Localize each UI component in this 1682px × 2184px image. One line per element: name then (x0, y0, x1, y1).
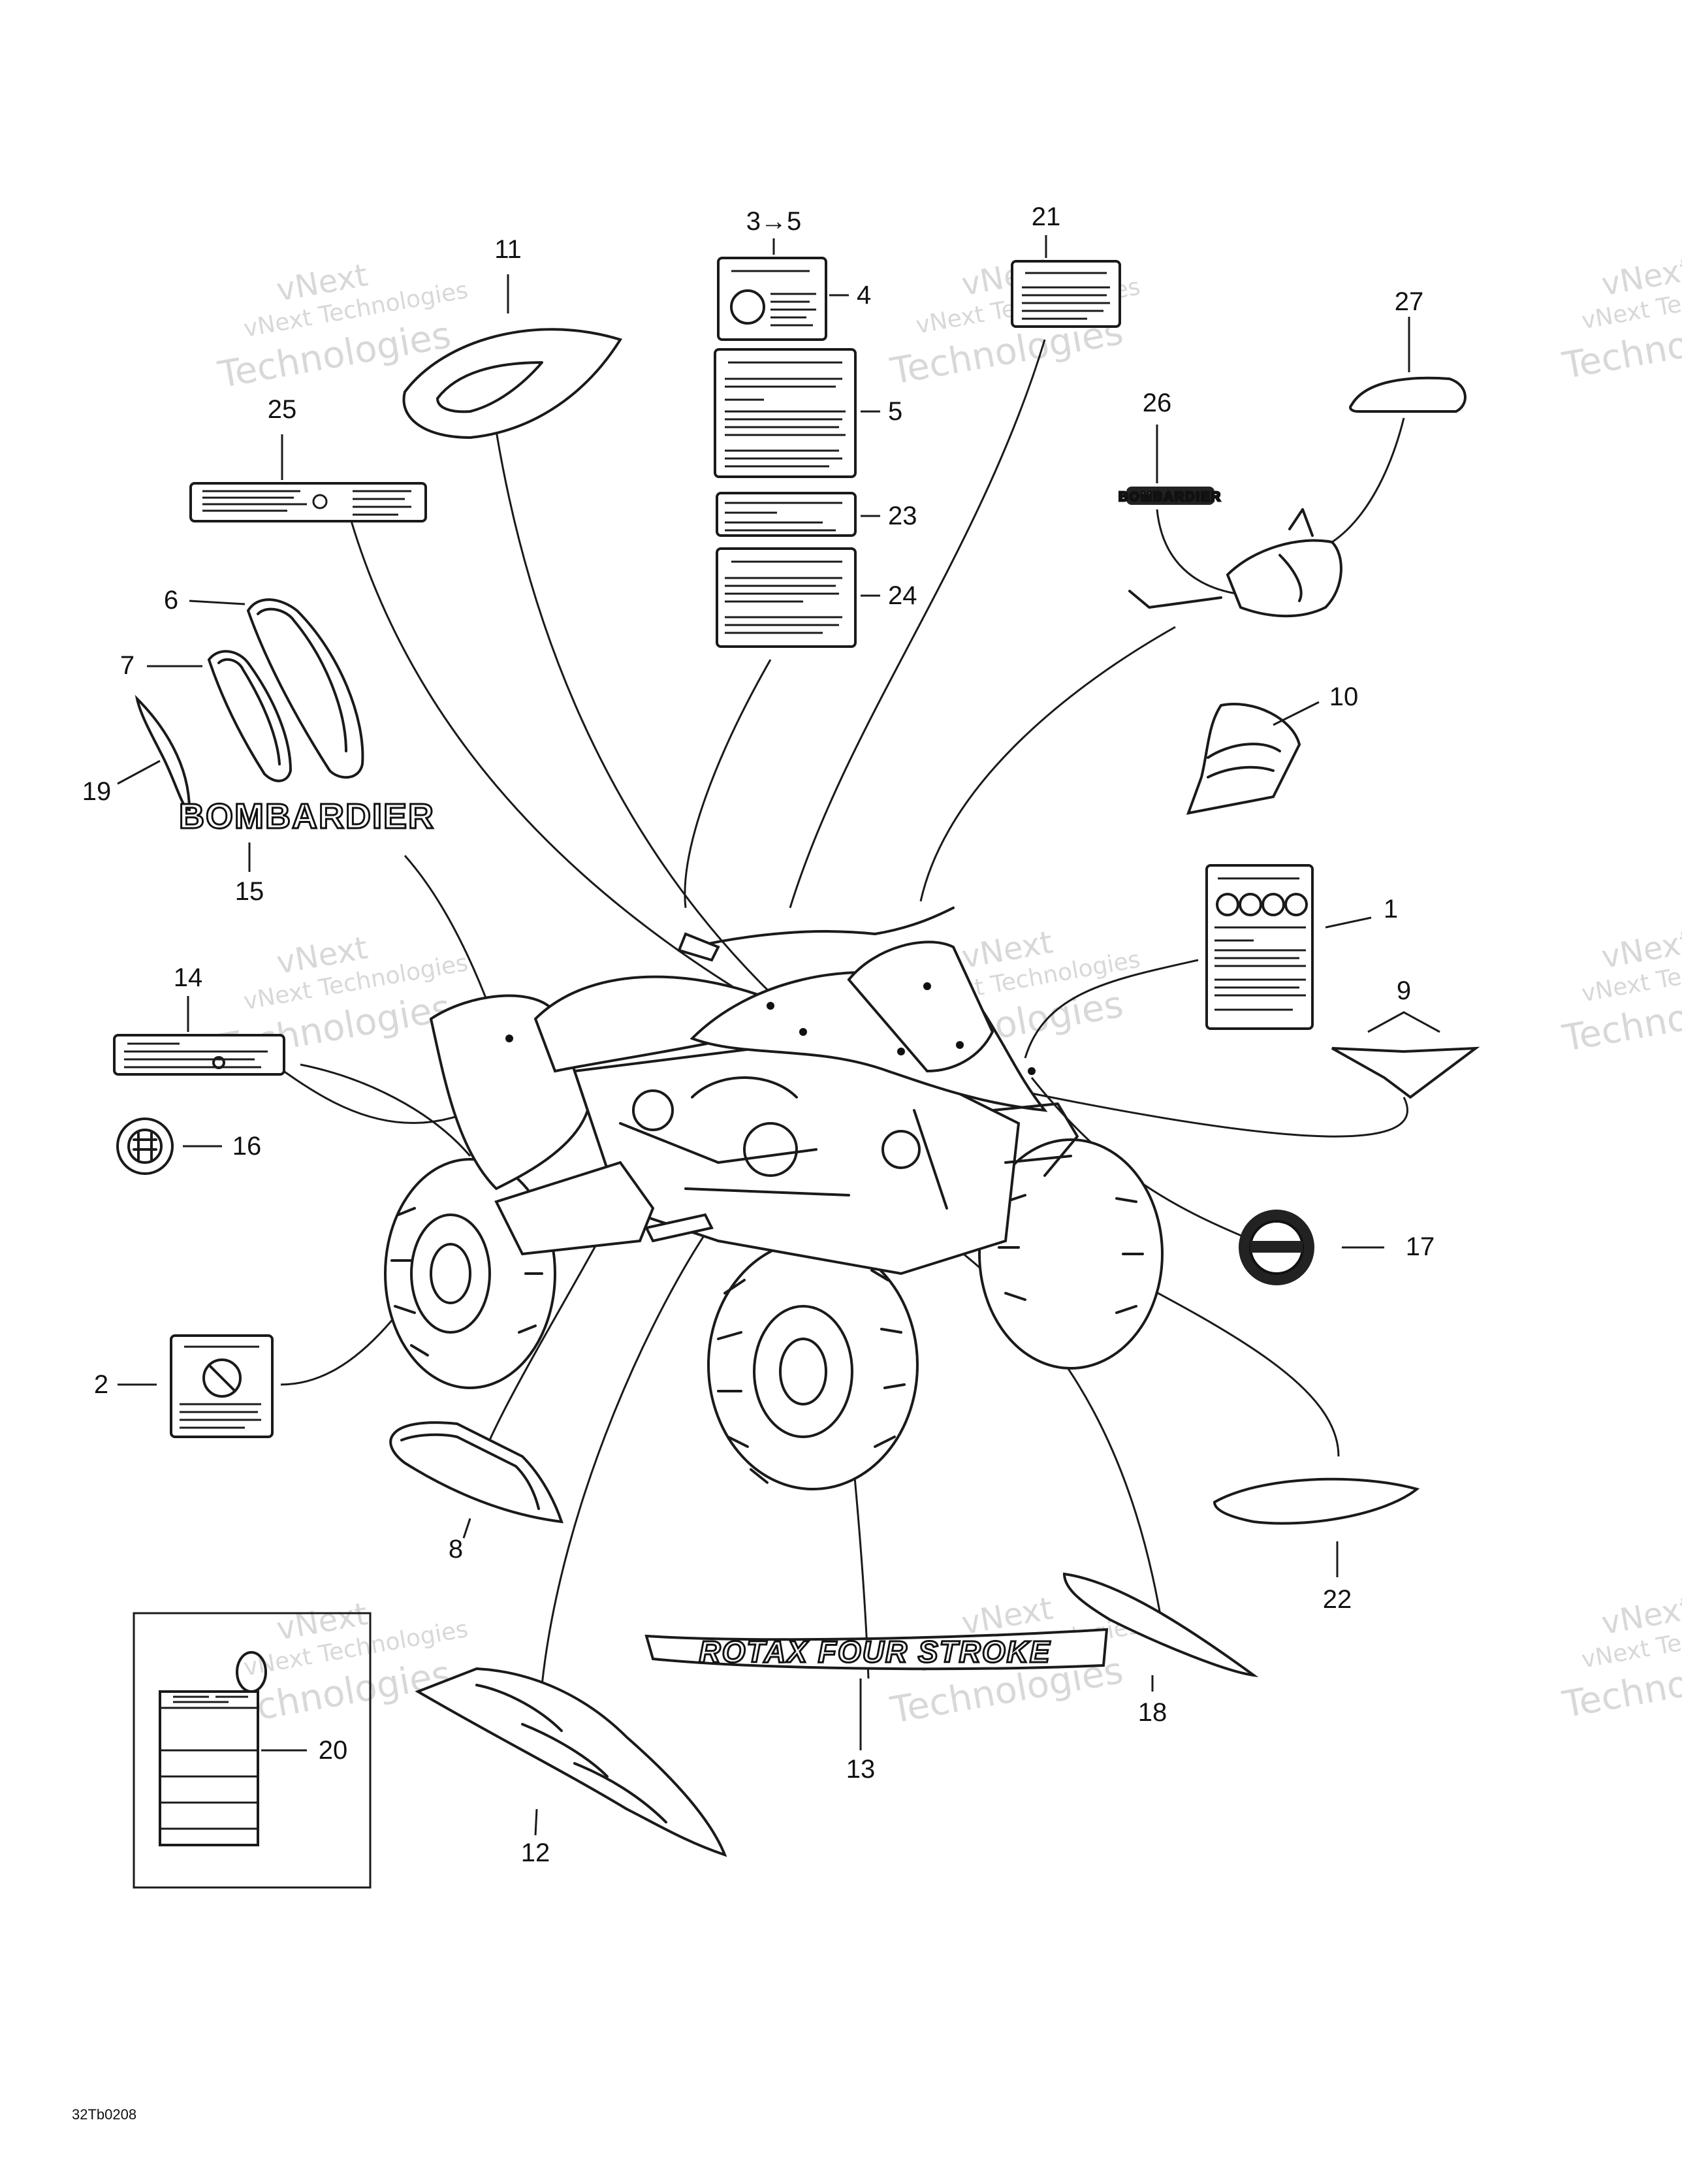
decal-13-rotax: ROTAX FOUR STROKE (644, 1628, 1109, 1750)
decal-9-fender-chevron (1331, 1011, 1480, 1099)
atv-vehicle (384, 907, 1164, 1490)
callout-25: 25 (268, 395, 297, 424)
callout-21: 21 (1032, 202, 1061, 231)
callout-6: 6 (164, 586, 178, 615)
callout-15: 15 (235, 877, 264, 906)
watermark-bottom-right: vNext vNext Technologies Technologies (1559, 1590, 1682, 1727)
watermark-top-right: vNext vNext Technologies Technologies (1559, 251, 1682, 388)
headlight-cowl (847, 940, 994, 1073)
callout-24: 24 (888, 581, 917, 610)
decal-10-ds650 (1186, 701, 1320, 815)
decal-14-info-label (113, 996, 285, 1076)
decal-21-warning-label (1011, 235, 1121, 328)
callout-22: 22 (1323, 1585, 1352, 1614)
decal-18-fender-stripe (1062, 1572, 1259, 1692)
decal-4-warning-label (717, 257, 849, 341)
callout-14: 14 (174, 963, 203, 992)
exhaust (494, 1161, 655, 1256)
decal-17-gear-logo (1239, 1210, 1384, 1285)
decal-11-tank (402, 274, 623, 440)
bombardier-large-text: BOMBARDIER (179, 797, 435, 836)
callout-8: 8 (449, 1535, 463, 1564)
decal-20-manual-tag (133, 1612, 372, 1889)
callout-11: 11 (494, 235, 522, 264)
decal-8-side-panel (389, 1421, 563, 1539)
hand-guard (1128, 508, 1342, 618)
decal-22-fender-lens (1213, 1477, 1420, 1577)
callout-13: 13 (846, 1755, 876, 1784)
decal-7-stripe (147, 650, 293, 782)
callout-20: 20 (319, 1736, 348, 1765)
decal-16-round-logo (116, 1117, 222, 1175)
callout-18: 18 (1138, 1698, 1167, 1727)
decal-15-bombardier: BOMBARDIER (178, 796, 435, 872)
callout-19: 19 (82, 777, 112, 806)
decal-19-fender-stripe (117, 694, 191, 812)
decal-23-label (716, 492, 880, 537)
decal-1-warning-label (1205, 864, 1372, 1030)
callout-5: 5 (888, 397, 902, 426)
decal-6-stripe (189, 598, 364, 779)
callout-23: 23 (888, 502, 917, 530)
callout-17: 17 (1406, 1232, 1435, 1261)
rear-right-wheel (978, 1138, 1164, 1370)
bombardier-small-text: BOMBARDIER (1119, 490, 1222, 504)
figure-code: 32Tb0208 (72, 2106, 136, 2123)
decal-12-ds650 (415, 1667, 727, 1857)
callout-1: 1 (1384, 895, 1398, 923)
callout-26: 26 (1143, 389, 1172, 417)
callout-10: 10 (1329, 682, 1359, 711)
decal-27-guard (1299, 317, 1467, 556)
callout-3-to-5: 3→5 (746, 207, 802, 236)
callout-7: 7 (120, 651, 135, 680)
rotax-text: ROTAX FOUR STROKE (699, 1635, 1051, 1669)
callout-4: 4 (857, 281, 871, 310)
callout-27: 27 (1395, 287, 1424, 316)
decal-26-bombardier-small: BOMBARDIER (1118, 425, 1241, 596)
decal-2-warning-label (118, 1334, 274, 1438)
decal-5-warning-label (714, 348, 880, 478)
callout-16: 16 (232, 1132, 262, 1161)
decal-25-label (189, 434, 427, 522)
callout-9: 9 (1397, 976, 1411, 1005)
callout-2: 2 (94, 1370, 108, 1399)
callout-12: 12 (521, 1839, 550, 1867)
decal-24-warning-label (716, 547, 880, 648)
watermark-mid-right: vNext vNext Technologies Technologies (1559, 924, 1682, 1061)
